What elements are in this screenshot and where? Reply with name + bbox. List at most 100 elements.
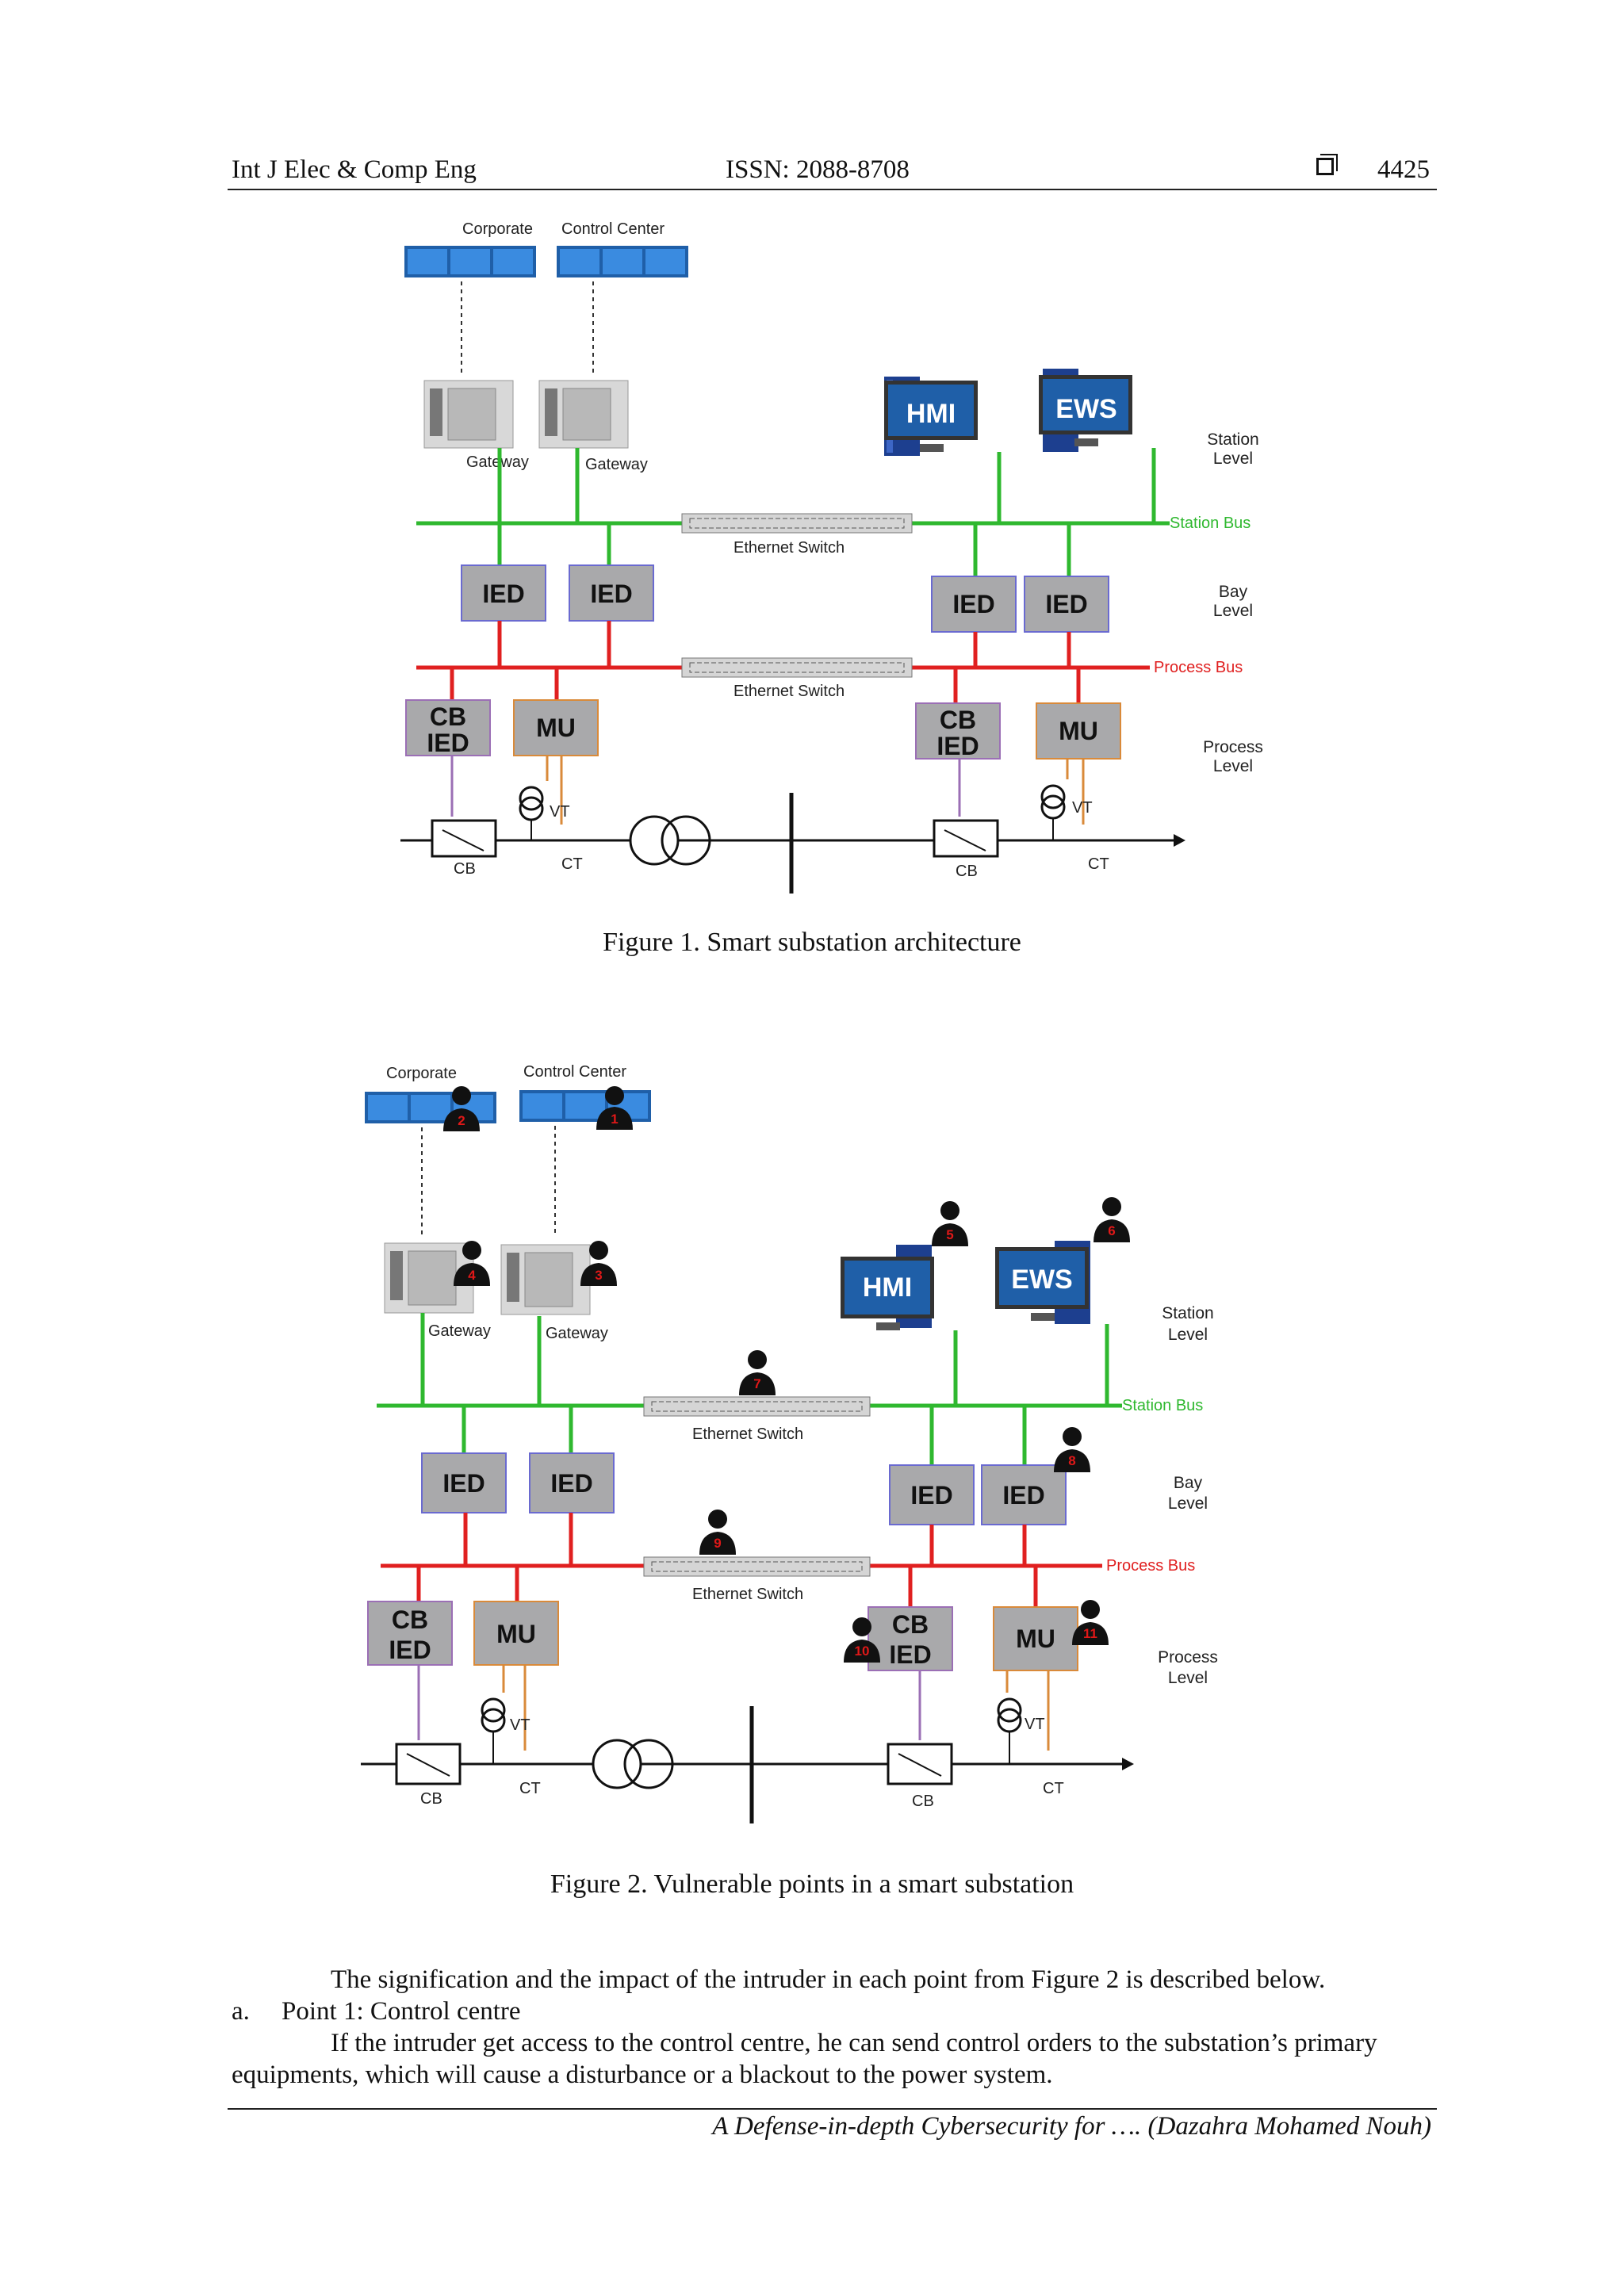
ethernet-switch-2-icon (681, 657, 913, 678)
vt-1-icon (481, 1697, 506, 1723)
header-rule (228, 189, 1437, 190)
figure-1-diagram: Corporate Control Center Gateway Gateway… (400, 220, 1263, 894)
svg-text:5: 5 (946, 1227, 953, 1242)
cb-ied-ied-label-2: IED (936, 732, 979, 760)
page-number: 4425 (1377, 155, 1430, 184)
control-center-label: Control Center (561, 220, 665, 238)
intruder-icon-8: 8 (1054, 1427, 1090, 1472)
gateway-2-icon (500, 1244, 591, 1315)
svg-text:7: 7 (753, 1376, 760, 1391)
station-level-label-2: Level (1213, 450, 1253, 468)
ied-label-2: IED (550, 1469, 592, 1498)
intruder-icon-1: 1 (596, 1086, 633, 1130)
cb-breaker-1-icon (431, 819, 497, 858)
ied-box-2 (529, 1452, 615, 1513)
intruder-icon-4: 4 (454, 1241, 490, 1286)
corporate-label: Corporate (462, 220, 533, 238)
ied-box-1 (421, 1452, 507, 1513)
svg-text:9: 9 (714, 1536, 721, 1551)
cb-ied-ied-label-1: IED (389, 1636, 431, 1664)
ied-label-2: IED (590, 580, 632, 608)
paragraph-line-2: equipments, which will cause a disturban… (232, 2061, 1053, 2089)
ied-box-4 (981, 1464, 1067, 1525)
process-level-label-1: Process (1158, 1648, 1218, 1667)
station-level-label-1: Station (1207, 430, 1258, 449)
ethernet-switch-1-label: Ethernet Switch (733, 539, 845, 557)
svg-text:10: 10 (855, 1644, 870, 1659)
mu-label-1: MU (496, 1620, 536, 1648)
intruder-icon-7: 7 (739, 1350, 776, 1395)
svg-text:11: 11 (1083, 1626, 1097, 1641)
intruder-icon-11: 11 (1072, 1600, 1109, 1645)
intruder-icon-9: 9 (699, 1510, 736, 1555)
issn: ISSN: 2088-8708 (726, 155, 910, 184)
process-level-label-2: Level (1213, 757, 1253, 775)
gateway-2-label: Gateway (546, 1325, 608, 1342)
vt-label-2: VT (1025, 1716, 1045, 1733)
figure-2-caption: Figure 2. Vulnerable points in a smart s… (550, 1869, 1074, 1899)
item-title: Point 1: Control centre (282, 1997, 521, 2026)
mu-label-2: MU (1016, 1624, 1055, 1653)
journal-name: Int J Elec & Comp Eng (232, 155, 477, 184)
cb-ied-box-1 (367, 1601, 453, 1666)
mu-box-2 (1036, 702, 1121, 760)
vt-label-1: VT (550, 803, 570, 821)
mu-label-2: MU (1059, 717, 1098, 745)
mu-box-1 (513, 699, 599, 756)
bay-level-label-2: Level (1168, 1494, 1208, 1513)
ct-label-2: CT (1043, 1780, 1064, 1797)
ews-computer-icon (995, 1241, 1090, 1324)
ied-box-2 (569, 564, 654, 622)
cb-ied-box-1 (405, 699, 491, 756)
cb-ied-cb-label-2: CB (892, 1610, 929, 1639)
ied-label-4: IED (1002, 1481, 1044, 1510)
ethernet-switch-1-label: Ethernet Switch (692, 1425, 803, 1443)
ews-label: EWS (1011, 1265, 1072, 1295)
ied-label-3: IED (952, 590, 994, 618)
svg-text:4: 4 (468, 1268, 476, 1283)
cb-label-1: CB (454, 860, 476, 878)
vt-2-icon (1040, 784, 1066, 809)
footer-citation: A Defense-in-depth Cybersecurity for …. … (712, 2112, 1431, 2141)
gateway-1-label: Gateway (428, 1322, 491, 1340)
page-box-icon (1316, 158, 1334, 175)
cb-label-2: CB (912, 1793, 934, 1810)
vt-1-icon (519, 786, 544, 811)
ews-label: EWS (1055, 394, 1116, 424)
intro-paragraph: The signification and the impact of the … (331, 1965, 1326, 1994)
vt-label-2: VT (1072, 799, 1093, 817)
footer-rule (228, 2108, 1437, 2110)
corporate-monitors-icon (404, 246, 536, 277)
ied-box-3 (931, 576, 1017, 633)
cb-label-1: CB (420, 1790, 442, 1808)
ied-label-1: IED (442, 1469, 485, 1498)
ethernet-switch-1-icon (681, 513, 913, 534)
ct-label-1: CT (561, 855, 583, 873)
transformer-1-icon (629, 815, 680, 866)
process-level-label-1: Process (1203, 738, 1263, 756)
gateway-2-icon (538, 380, 629, 449)
process-bus-label: Process Bus (1106, 1557, 1195, 1575)
cb-ied-cb-label-2: CB (940, 706, 976, 734)
vt-label-1: VT (510, 1716, 530, 1734)
ethernet-switch-1-icon (643, 1396, 871, 1417)
vt-2-icon (997, 1697, 1022, 1723)
corporate-label: Corporate (386, 1065, 457, 1082)
hmi-computer-icon (884, 377, 978, 456)
hmi-label: HMI (863, 1272, 912, 1303)
intruder-icon-10: 10 (844, 1617, 880, 1663)
ethernet-switch-2-label: Ethernet Switch (692, 1586, 803, 1603)
svg-text:8: 8 (1068, 1453, 1075, 1468)
bay-level-label-1: Bay (1174, 1474, 1203, 1492)
intruder-icon-5: 5 (932, 1201, 968, 1246)
ied-box-3 (889, 1464, 975, 1525)
cb-ied-ied-label-2: IED (889, 1640, 931, 1669)
ied-box-4 (1024, 576, 1109, 633)
mu-label-1: MU (536, 714, 576, 742)
figure-1-caption: Figure 1. Smart substation architecture (603, 928, 1021, 957)
cb-ied-box-2 (915, 702, 1001, 760)
station-bus-label: Station Bus (1170, 515, 1251, 532)
cb-ied-cb-label-1: CB (392, 1605, 428, 1634)
ethernet-switch-2-icon (643, 1556, 871, 1577)
gateway-1-label: Gateway (466, 453, 529, 471)
